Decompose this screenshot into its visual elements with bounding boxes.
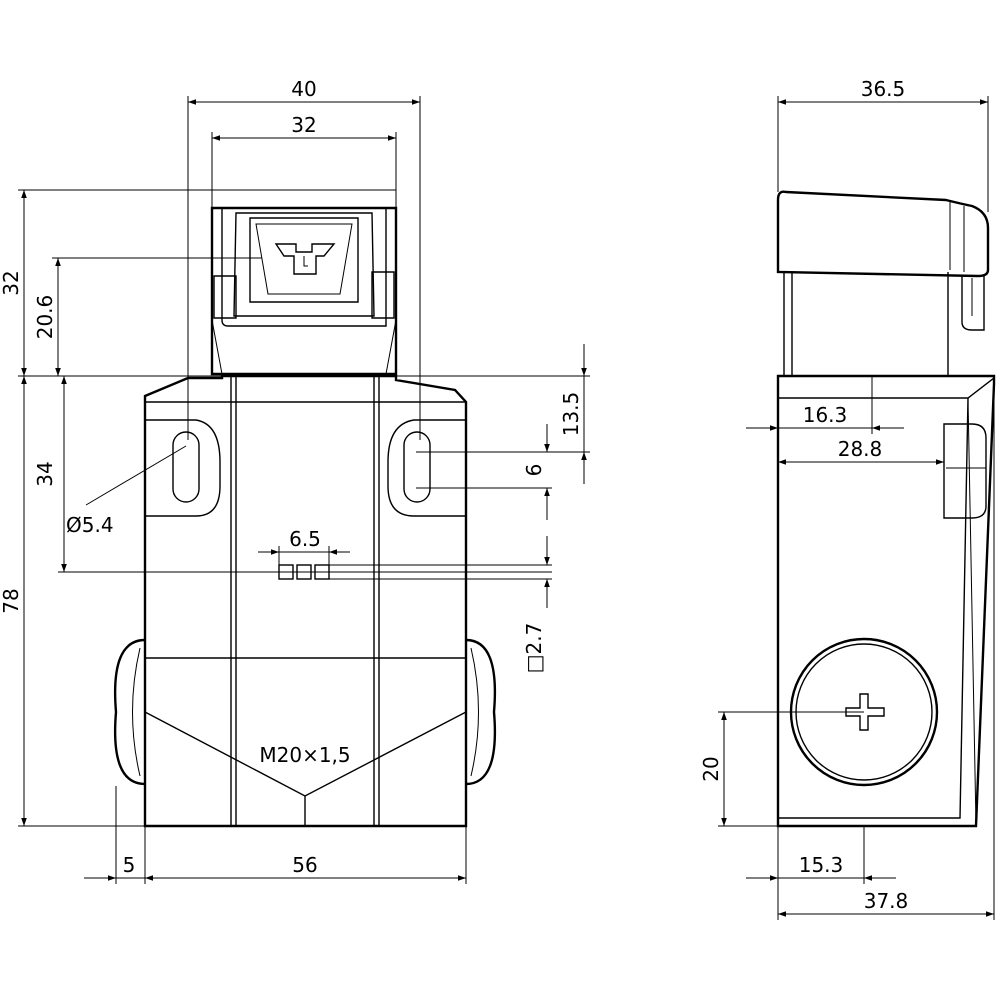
dim-32-height: 32 [0, 270, 23, 295]
dim-37-8: 37.8 [864, 889, 909, 913]
dim-hole-diameter: Ø5.4 [66, 513, 114, 537]
dim-56: 56 [292, 853, 317, 877]
front-view: 40 32 32 20.6 78 34 Ø5.4 [0, 77, 590, 884]
dim-78: 78 [0, 588, 23, 613]
front-dimensions: 40 32 32 20.6 78 34 Ø5.4 [0, 77, 590, 884]
dim-32-width: 32 [291, 113, 316, 137]
dim-28-8: 28.8 [838, 437, 883, 461]
dim-40: 40 [291, 77, 316, 101]
dim-6-5: 6.5 [289, 527, 321, 551]
dim-13-5: 13.5 [559, 392, 583, 437]
dim-20: 20 [699, 756, 723, 781]
actuator-head [210, 206, 398, 376]
side-view: 36.5 16.3 28.8 20 15.3 37.8 [699, 77, 996, 920]
side-dimensions: 36.5 16.3 28.8 20 15.3 37.8 [699, 77, 995, 920]
dim-20-6: 20.6 [33, 295, 57, 340]
cable-thread-label: M20×1,5 [259, 743, 350, 767]
side-body [776, 374, 996, 828]
dim-15-3: 15.3 [799, 853, 844, 877]
dim-36-5: 36.5 [861, 77, 906, 101]
dim-6: 6 [522, 464, 546, 477]
dim-5: 5 [123, 853, 136, 877]
dim-square-2-7: □2.7 [522, 623, 546, 674]
dim-16-3: 16.3 [803, 403, 848, 427]
dim-34: 34 [33, 461, 57, 486]
side-head [776, 190, 990, 376]
